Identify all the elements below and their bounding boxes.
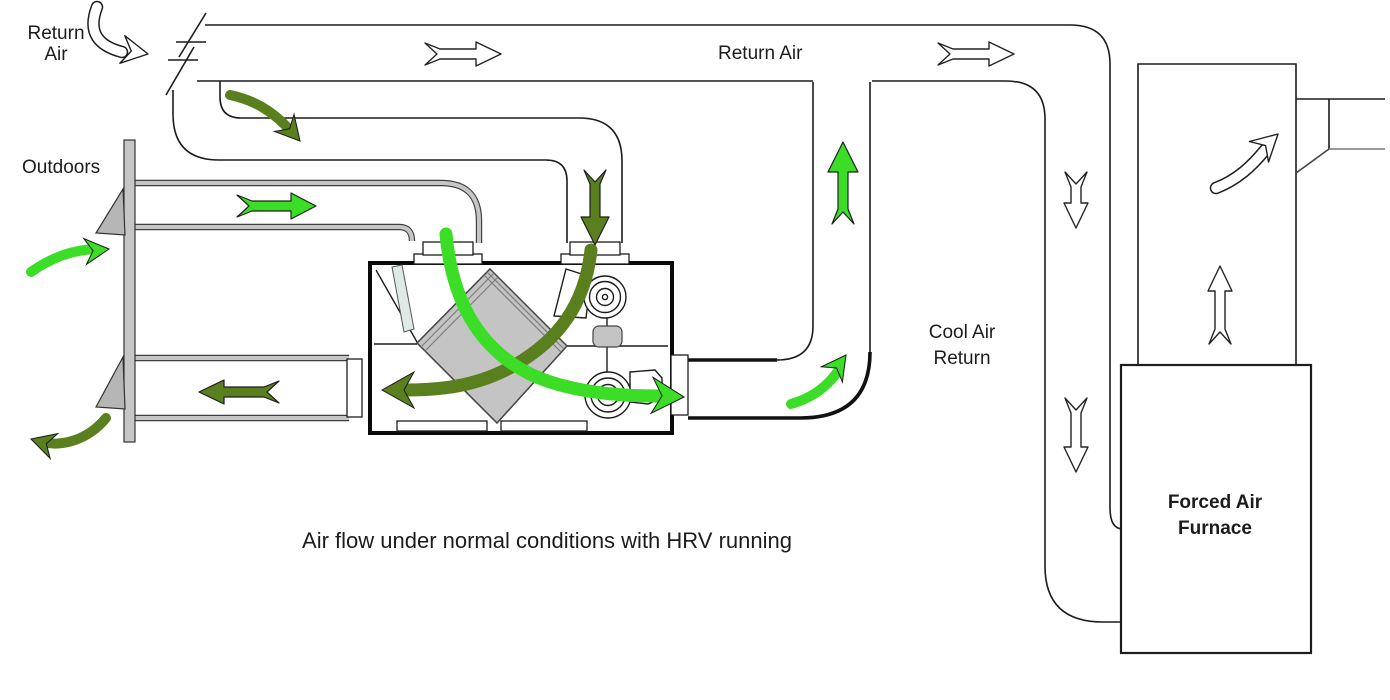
- label-furnace-line2: Furnace: [1178, 518, 1252, 539]
- fan-motor: [592, 325, 623, 348]
- label-return-air-outlet: Return Air: [27, 23, 84, 65]
- fresh-air-up-arrow-icon: [827, 141, 859, 225]
- fresh-air-bend-arrow-icon: [786, 354, 847, 409]
- stale-air-down-arrow-icon: [580, 169, 610, 246]
- label-return-air-outlet-line1: Return: [27, 23, 84, 44]
- plenum-up-arrow-icon: [1207, 265, 1233, 345]
- outdoor-wall: [123, 139, 136, 443]
- stale-air-out-arrow-icon: [29, 413, 111, 461]
- drain-pan-right: [500, 420, 588, 432]
- drain-pan-left: [396, 420, 488, 432]
- hrv-unit: [346, 241, 689, 435]
- label-furnace-line1: Forced Air: [1168, 492, 1263, 513]
- stale-air-branch-duct: [172, 81, 623, 243]
- cool-air-down-arrow2-icon: [1063, 397, 1089, 473]
- label-return-air-trunk: Return Air: [718, 43, 803, 64]
- exhaust-duct: [135, 354, 349, 422]
- furnace-box: [1119, 363, 1313, 655]
- fresh-air-core-arrow-icon: [439, 227, 686, 415]
- label-furnace: Forced Air Furnace: [1168, 492, 1263, 539]
- top-fan: [553, 268, 627, 319]
- plenum-curved-arrow-icon: [1209, 133, 1279, 195]
- label-cool-air-return: Cool Air Return: [929, 322, 996, 369]
- right-port-collar: [670, 354, 689, 416]
- intake-hood: [94, 187, 126, 236]
- return-air-flow-arrow-icon: [87, 0, 149, 64]
- house-air-right-arrow2-icon: [937, 41, 1015, 67]
- fresh-air-supply-duct: [688, 82, 872, 420]
- supply-takeoff-duct: [1295, 98, 1385, 174]
- cool-air-down-arrow-icon: [1063, 171, 1089, 229]
- return-air-trunk-duct: [197, 24, 1124, 623]
- label-return-air-outlet-line2: Air: [44, 44, 68, 65]
- duct-break-icon: [165, 12, 207, 96]
- hrv-damper: [391, 264, 415, 333]
- label-cool-air-line2: Return: [933, 348, 990, 369]
- caption: Air flow under normal conditions with HR…: [302, 528, 792, 553]
- stale-air-bend-arrow-icon: [225, 90, 301, 142]
- label-outdoors: Outdoors: [22, 157, 100, 178]
- fresh-air-in-arrow-icon: [26, 237, 111, 277]
- fresh-air-intake-arrow-icon: [236, 192, 317, 220]
- fresh-air-intake-duct: [135, 179, 483, 243]
- furnace-plenum: [1137, 63, 1297, 365]
- exhaust-hood: [95, 354, 126, 410]
- house-air-right-arrow-icon: [424, 41, 502, 67]
- label-cool-air-line1: Cool Air: [929, 322, 996, 343]
- left-port-collar: [346, 358, 363, 418]
- stale-air-exhaust-arrow-icon: [198, 379, 280, 405]
